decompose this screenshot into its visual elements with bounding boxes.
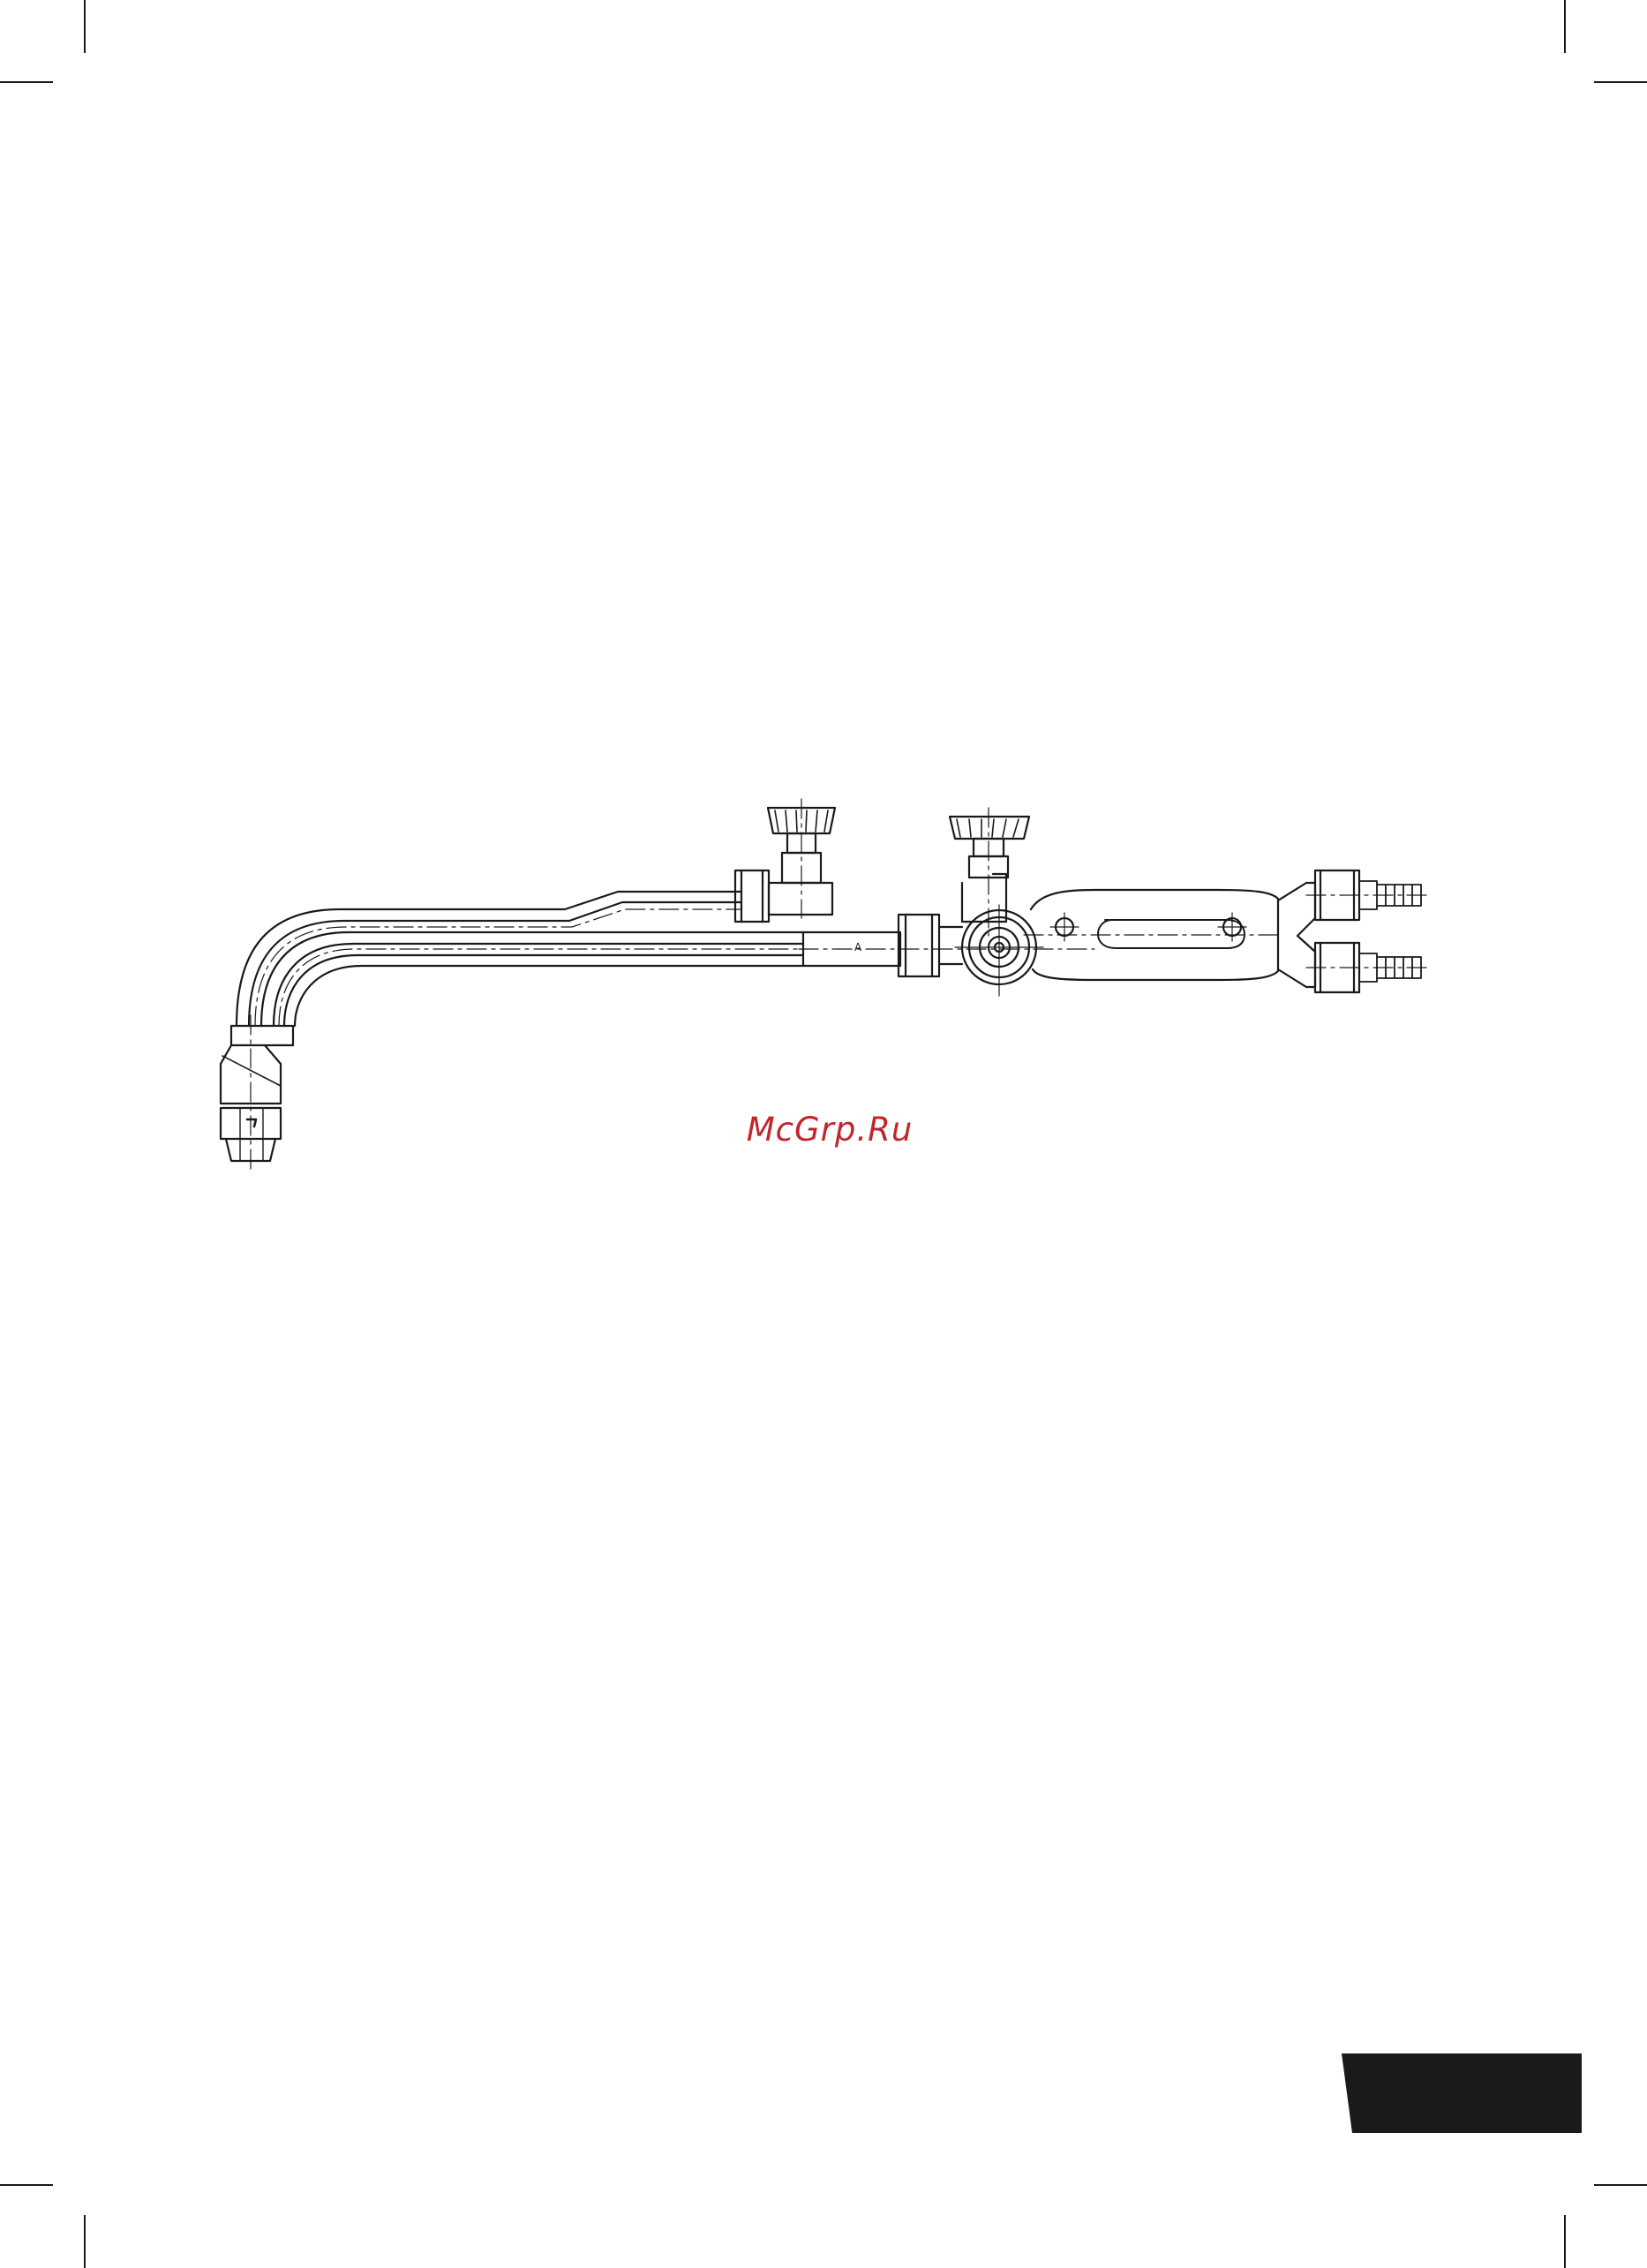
label-a: A: [854, 941, 862, 953]
page-tab: [1342, 2053, 1582, 2133]
nozzle-assembly: [221, 1015, 293, 1174]
hose-fork: [1278, 870, 1430, 992]
mixer-tube: A: [799, 915, 1094, 976]
cutting-oxygen-valve: [955, 905, 1043, 996]
handle: [1024, 890, 1280, 980]
tube-bundle: [237, 892, 803, 1026]
oxygen-valve-fitting: [735, 799, 835, 922]
watermark-text: McGrp.Ru: [618, 1111, 1042, 1149]
preheat-valve: [950, 808, 1029, 936]
